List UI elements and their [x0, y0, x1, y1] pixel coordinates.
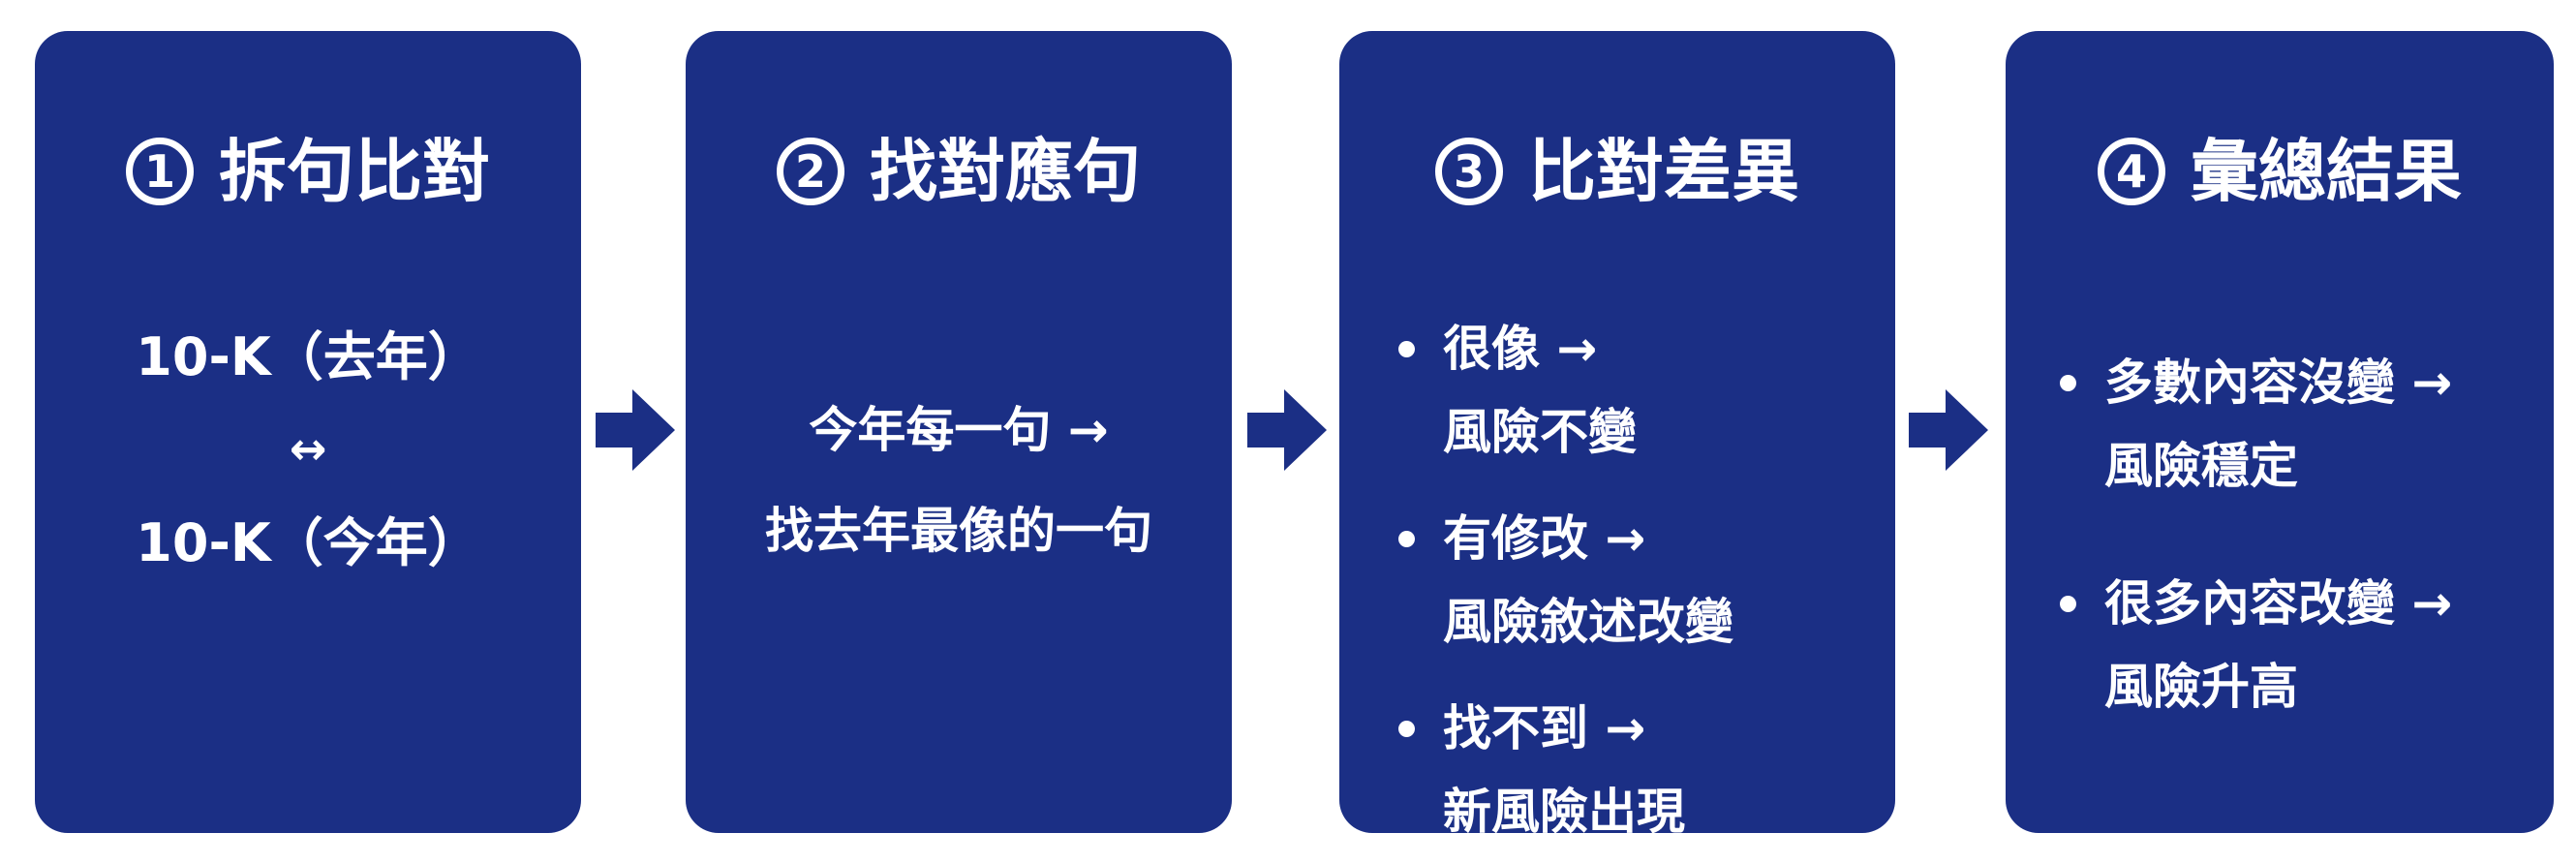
step-2-title: 2 找對應句 — [686, 138, 1232, 205]
bullet-dot-icon — [1398, 721, 1415, 737]
step-2-number-badge: 2 — [777, 138, 844, 205]
bullet-line: 很像 → — [1443, 321, 1598, 377]
step-2-title-text: 找對應句 — [870, 132, 1141, 211]
step-4-bullet-2: 很多內容改變 → 風險升高 — [2052, 562, 2452, 728]
bullet-line: 風險升高 — [2104, 659, 2298, 715]
bullet-line: 新風險出現 — [1443, 784, 1685, 840]
step-1-line-3: 10-K（今年） — [136, 512, 480, 573]
step-2-line-2: 找去年最像的一句 — [765, 503, 1152, 559]
right-arrow-icon — [596, 389, 675, 471]
bullet-line: 有修改 → — [1443, 510, 1646, 567]
step-2-line-1: 今年每一句 → — [809, 402, 1109, 458]
bullet-line: 多數內容沒變 → — [2104, 355, 2453, 411]
bullet-line: 風險不變 — [1443, 404, 1637, 460]
step-4-number-badge: 4 — [2098, 138, 2165, 205]
step-1-card: 1 拆句比對 10-K（去年） ↔ 10-K（今年） — [35, 31, 581, 833]
step-2-card: 2 找對應句 今年每一句 → 找去年最像的一句 — [686, 31, 1232, 833]
step-3-title: 3 比對差異 — [1339, 138, 1895, 205]
bullet-dot-icon — [1398, 341, 1415, 357]
step-1-title: 1 拆句比對 — [35, 138, 581, 205]
bullet-dot-icon — [2060, 375, 2076, 391]
step-3-title-text: 比對差異 — [1528, 132, 1799, 211]
step-1-number-badge: 1 — [126, 138, 194, 205]
step-4-title: 4 彙總結果 — [2006, 138, 2554, 205]
bullet-dot-icon — [2060, 596, 2076, 612]
step-1-line-2: ↔ — [289, 422, 327, 475]
step-3-bullet-list: 很像 → 風險不變 有修改 → 風險敘述改變 找不到 → 新風險出現 — [1391, 307, 1733, 853]
step-3-card: 3 比對差異 很像 → 風險不變 有修改 → 風險敘述改變 找不到 → 新風險出… — [1339, 31, 1895, 840]
bullet-line: 風險敘述改變 — [1443, 594, 1733, 650]
bullet-line: 風險穩定 — [2104, 438, 2298, 494]
step-2-content: 今年每一句 → 找去年最像的一句 — [686, 380, 1232, 581]
step-4-card: 4 彙總結果 多數內容沒變 → 風險穩定 很多內容改變 → 風險升高 — [2006, 31, 2554, 833]
step-1-line-1: 10-K（去年） — [136, 326, 480, 387]
step-3-bullet-1: 很像 → 風險不變 — [1391, 307, 1733, 474]
step-1-title-text: 拆句比對 — [219, 132, 490, 211]
step-4-bullet-1: 多數內容沒變 → 風險穩定 — [2052, 341, 2452, 508]
bullet-line: 找不到 → — [1443, 700, 1646, 756]
step-3-bullet-2: 有修改 → 風險敘述改變 — [1391, 497, 1733, 663]
bullet-line: 很多內容改變 → — [2104, 575, 2453, 632]
bullet-dot-icon — [1398, 531, 1415, 547]
step-1-content: 10-K（去年） ↔ 10-K（今年） — [35, 331, 581, 575]
step-4-bullet-list: 多數內容沒變 → 風險穩定 很多內容改變 → 風險升高 — [2052, 341, 2452, 728]
step-3-bullet-3: 找不到 → 新風險出現 — [1391, 687, 1733, 853]
step-4-title-text: 彙總結果 — [2191, 132, 2462, 211]
step-3-number-badge: 3 — [1435, 138, 1503, 205]
right-arrow-icon — [1909, 389, 1988, 471]
right-arrow-icon — [1247, 389, 1327, 471]
